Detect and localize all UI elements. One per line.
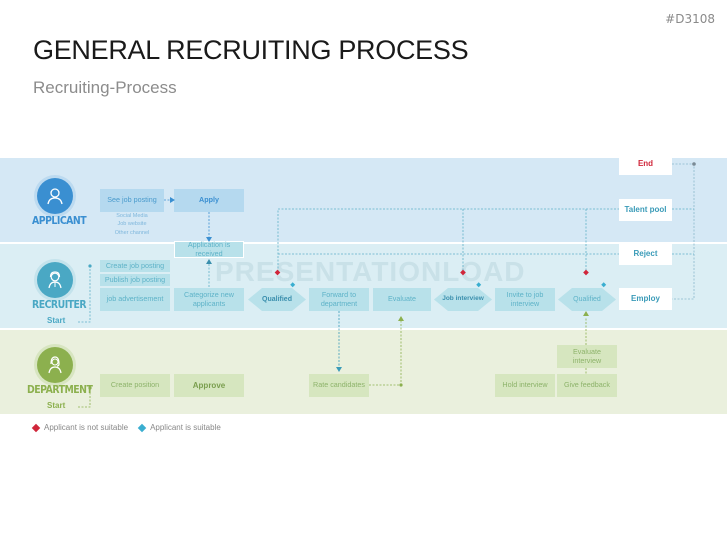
channel-other: Other channel <box>114 229 150 236</box>
applicant-avatar <box>34 175 76 217</box>
end-outcome-label: End <box>637 159 654 169</box>
department-avatar <box>34 344 76 386</box>
forward-to-department-step[interactable]: Forward to department <box>309 288 369 311</box>
recruiter-avatar <box>34 259 76 301</box>
hold-interview-step[interactable]: Hold interview <box>495 374 555 397</box>
job-advertisement-step[interactable]: job advertisement <box>100 288 170 311</box>
woman-icon <box>37 347 73 383</box>
job-interview-decision-label: Job interview <box>442 295 484 303</box>
applicant-lane-label: APPLICANT <box>32 214 87 227</box>
talent-pool-outcome[interactable]: Talent pool <box>619 199 672 221</box>
see-job-posting-step[interactable]: See job posting <box>100 189 164 212</box>
end-outcome[interactable]: End <box>619 153 672 175</box>
create-position-step[interactable]: Create position <box>100 374 170 397</box>
recruiter-headset-icon <box>37 262 73 298</box>
talent-pool-outcome-label: Talent pool <box>624 205 667 215</box>
page-subtitle: Recruiting-Process <box>33 78 177 97</box>
reject-outcome[interactable]: Reject <box>619 243 672 265</box>
evaluate-step[interactable]: Evaluate <box>373 288 431 311</box>
person-icon <box>37 178 73 214</box>
qualified-decision-1[interactable] <box>248 288 306 311</box>
qualified-decision-2[interactable] <box>558 288 616 311</box>
approve-step[interactable]: Approve <box>174 374 244 397</box>
department-lane <box>0 330 727 414</box>
department-lane-label: DEPARTMENT <box>27 383 93 396</box>
legend: Applicant is not suitable Applicant is s… <box>31 423 221 432</box>
channel-social-media: Social Media <box>116 213 148 219</box>
channel-list: Social Media Job website Other channel <box>100 212 164 237</box>
qualified-decision-1-label: Qualified <box>262 295 292 303</box>
application-received-step[interactable]: Application is received <box>174 241 244 258</box>
give-feedback-step[interactable]: Give feedback <box>557 374 617 397</box>
recruiter-lane-label: RECRUITER <box>32 298 87 311</box>
suitable-legend-label: Applicant is suitable <box>150 423 221 432</box>
not-suitable-legend-label: Applicant is not suitable <box>44 423 129 432</box>
not-suitable-legend-icon <box>31 423 41 432</box>
page-title: GENERAL RECRUITING PROCESS <box>33 35 469 65</box>
qualified-decision-2-label: Qualified <box>573 295 601 303</box>
publish-job-posting-step[interactable]: Publish job posting <box>100 274 170 286</box>
reject-outcome-label: Reject <box>633 249 658 259</box>
document-id: #D3108 <box>665 12 715 26</box>
employ-outcome-label: Employ <box>631 294 660 304</box>
department-start-label: Start <box>47 401 66 410</box>
suitable-legend-icon <box>137 423 147 432</box>
invite-to-interview-step[interactable]: Invite to job interview <box>495 288 555 311</box>
rate-candidates-step[interactable]: Rate candidates <box>309 374 369 397</box>
apply-step[interactable]: Apply <box>174 189 244 212</box>
job-interview-decision[interactable] <box>434 288 492 311</box>
employ-outcome[interactable]: Employ <box>619 288 672 310</box>
watermark: PRESENTATIONLOAD <box>215 256 526 287</box>
recruiter-start-label: Start <box>47 316 66 325</box>
channel-job-website: Job website <box>117 221 147 228</box>
categorize-applicants-step[interactable]: Categorize new applicants <box>174 288 244 311</box>
create-job-posting-step[interactable]: Create job posting <box>100 260 170 272</box>
evaluate-interview-step[interactable]: Evaluate interview <box>557 345 617 368</box>
